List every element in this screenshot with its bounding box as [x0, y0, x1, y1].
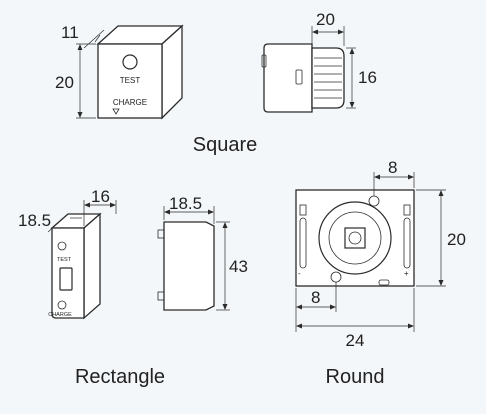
- square-charge-label: CHARGE: [113, 98, 147, 107]
- round-height-dimension: 20: [416, 189, 466, 287]
- rectangle-test-label: TEST: [57, 257, 72, 263]
- round-front-view: - +: [295, 189, 415, 287]
- square-test-label: TEST: [120, 76, 141, 85]
- rectangle-side-depth-dimension: 18.5: [163, 194, 215, 224]
- rectangle-width-dimension: 16: [83, 187, 117, 226]
- round-height-value: 20: [447, 230, 466, 249]
- round-top-offset-value: 8: [388, 158, 397, 177]
- rectangle-width-value: 16: [91, 187, 110, 206]
- square-charge-triangle-icon: [112, 108, 120, 115]
- square-side-knob: [311, 47, 345, 109]
- rectangle-depth-dimension: 18.5: [18, 211, 82, 233]
- round-bottom-offset-dimension: 8: [295, 282, 337, 332]
- rectangle-side-view: [157, 221, 215, 311]
- square-side-height-dimension: 16: [346, 47, 377, 109]
- rectangle-front-face: [51, 227, 85, 319]
- round-plus-mark: +: [404, 269, 409, 278]
- square-height-dimension: 20: [55, 43, 96, 119]
- square-isometric-view: TEST CHARGE: [96, 24, 184, 120]
- square-side-housing: [263, 43, 313, 113]
- square-test-button: [122, 54, 138, 70]
- rectangle-isometric-view: TEST CHARGE: [48, 212, 102, 320]
- rectangle-side-depth-value: 18.5: [169, 194, 202, 213]
- rectangle-charge-label: CHARGE: [48, 312, 72, 318]
- rectangle-side-housing: [163, 221, 215, 311]
- square-depth-value: 11: [61, 23, 79, 42]
- caption-rectangle: Rectangle: [75, 366, 165, 388]
- round-bottom-offset-value: 8: [311, 288, 320, 307]
- round-top-offset-dimension: 8: [373, 158, 415, 196]
- round-width-value: 24: [346, 331, 365, 350]
- caption-round: Round: [326, 366, 385, 388]
- round-width-dimension: 24: [296, 288, 415, 350]
- square-height-value: 20: [55, 73, 74, 92]
- round-left-slot: [299, 217, 307, 269]
- rectangle-side-height-value: 43: [229, 257, 248, 276]
- rectangle-depth-value: 18.5: [18, 211, 51, 230]
- rectangle-test-window: [59, 267, 73, 291]
- round-right-slot: [403, 217, 411, 269]
- square-side-view: [261, 43, 345, 113]
- rectangle-side-face: [83, 212, 101, 320]
- square-depth-dimension: 11: [61, 23, 105, 49]
- round-minus-mark: -: [298, 269, 301, 278]
- square-side-height-value: 16: [358, 68, 377, 87]
- rectangle-side-height-dimension: 43: [216, 221, 248, 311]
- caption-square: Square: [193, 134, 258, 156]
- round-center-button: [344, 227, 366, 249]
- round-outer-ring: [318, 201, 392, 275]
- square-side-width-value: 20: [316, 10, 335, 29]
- square-front-face: [97, 43, 163, 119]
- square-side-width-dimension: 20: [311, 10, 345, 46]
- round-mounting-plate: [295, 189, 415, 287]
- round-inner-ring: [328, 211, 382, 265]
